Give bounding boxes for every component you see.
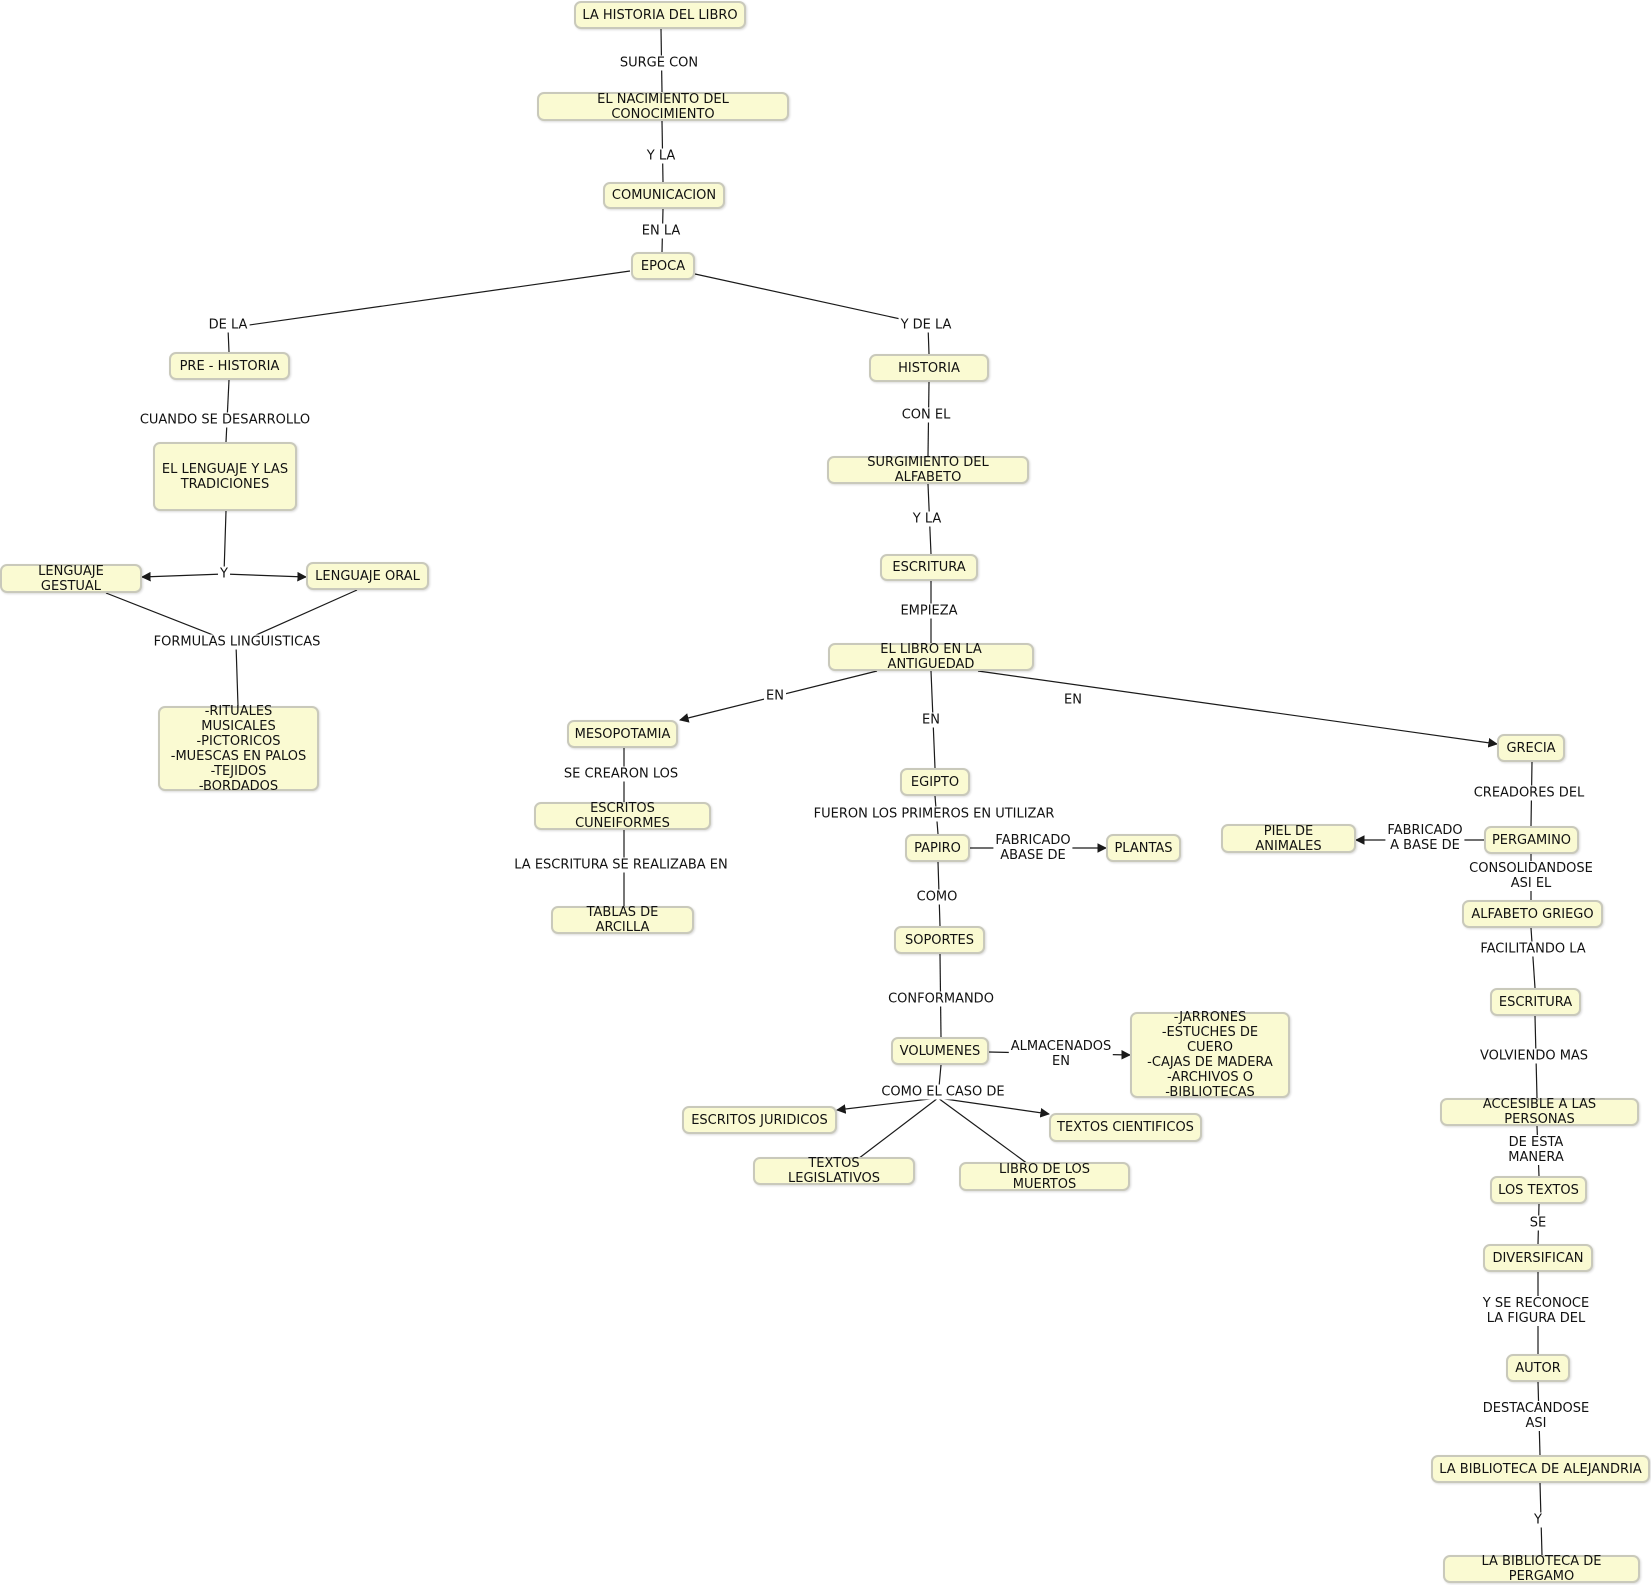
label-como: COMO bbox=[914, 889, 960, 905]
node-accesible: ACCESIBLE A LAS PERSONAS bbox=[1440, 1097, 1639, 1127]
node-pergamino: PERGAMINO bbox=[1484, 826, 1579, 854]
node-escritura: ESCRITURA bbox=[880, 554, 978, 581]
label-y-se-reconoce: Y SE RECONOCE LA FIGURA DEL bbox=[1478, 1296, 1594, 1326]
node-historia-libro: LA HISTORIA DEL LIBRO bbox=[574, 1, 746, 29]
node-escritos-cuneiformes: ESCRITOS CUNEIFORMES bbox=[534, 801, 711, 831]
node-lenguaje-tradiciones: EL LENGUAJE Y LAS TRADICIONES bbox=[153, 442, 297, 511]
node-soportes: SOPORTES bbox=[894, 926, 985, 954]
node-los-textos: LOS TEXTOS bbox=[1490, 1176, 1587, 1204]
label-destacandose-asi: DESTACANDOSE ASI bbox=[1478, 1401, 1594, 1431]
node-autor: AUTOR bbox=[1506, 1354, 1570, 1382]
node-papiro: PAPIRO bbox=[905, 834, 970, 862]
label-en-la: EN LA bbox=[639, 223, 683, 239]
node-lenguaje-gestual: LENGUAJE GESTUAL bbox=[0, 564, 142, 594]
label-fueron-los-primeros: FUERON LOS PRIMEROS EN UTILIZAR bbox=[811, 806, 1057, 822]
node-biblioteca-alejandria: LA BIBLIOTECA DE ALEJANDRIA bbox=[1431, 1455, 1650, 1483]
label-facilitando-la: FACILITANDO LA bbox=[1478, 941, 1588, 957]
node-tablas-arcilla: TABLAS DE ARCILLA bbox=[551, 905, 694, 935]
label-consolidandose: CONSOLIDANDOSE ASI EL bbox=[1467, 861, 1595, 891]
label-conformando: CONFORMANDO bbox=[886, 991, 996, 1007]
label-se: SE bbox=[1527, 1215, 1549, 1231]
node-textos-cientificos: TEXTOS CIENTIFICOS bbox=[1049, 1113, 1202, 1142]
label-como-el-caso-de: COMO EL CASO DE bbox=[879, 1084, 1007, 1100]
node-volumenes: VOLUMENES bbox=[891, 1037, 989, 1065]
node-libro-antiguedad: EL LIBRO EN LA ANTIGUEDAD bbox=[828, 642, 1034, 672]
label-se-crearon-los: SE CREARON LOS bbox=[561, 766, 681, 782]
node-historia: HISTORIA bbox=[869, 354, 989, 382]
label-formulas-linguisticas: FORMULAS LINGUISTICAS bbox=[151, 634, 323, 650]
label-empieza: EMPIEZA bbox=[898, 603, 960, 619]
label-en-meso: EN bbox=[764, 688, 786, 704]
node-jarrones: -JARRONES -ESTUCHES DE CUERO -CAJAS DE M… bbox=[1130, 1010, 1290, 1100]
label-en-egipto: EN bbox=[920, 712, 942, 728]
node-grecia: GRECIA bbox=[1497, 734, 1565, 762]
label-y-de-la: Y DE LA bbox=[898, 317, 954, 333]
node-lenguaje-oral: LENGUAJE ORAL bbox=[306, 562, 429, 590]
node-prehistoria: PRE - HISTORIA bbox=[169, 352, 290, 380]
label-y-bibliotecas: Y bbox=[1532, 1512, 1544, 1528]
label-surge-con: SURGE CON bbox=[617, 55, 701, 71]
label-cuando-se-desarrollo: CUANDO SE DESARROLLO bbox=[137, 412, 313, 428]
node-diversifican: DIVERSIFICAN bbox=[1483, 1244, 1593, 1272]
label-de-esta-manera: DE ESTA MANERA bbox=[1478, 1135, 1594, 1165]
label-fabricado-a-base-de: FABRICADO A BASE DE bbox=[1385, 823, 1465, 853]
node-comunicacion: COMUNICACION bbox=[603, 182, 725, 209]
label-creadores-del: CREADORES DEL bbox=[1471, 785, 1587, 801]
label-volviendo-mas: VOLVIENDO MAS bbox=[1477, 1048, 1591, 1064]
label-almacenados-en: ALMACENADOS EN bbox=[1008, 1039, 1114, 1069]
node-textos-legislativos: TEXTOS LEGISLATIVOS bbox=[753, 1156, 915, 1186]
label-y-la-2: Y LA bbox=[910, 511, 944, 527]
label-escritura-se-realizaba: LA ESCRITURA SE REALIZABA EN bbox=[512, 857, 730, 873]
node-mesopotamia: MESOPOTAMIA bbox=[567, 720, 678, 748]
label-de-la: DE LA bbox=[206, 317, 250, 333]
label-en-grecia: EN bbox=[1062, 692, 1084, 708]
node-egipto: EGIPTO bbox=[900, 768, 970, 796]
node-alfabeto-griego: ALFABETO GRIEGO bbox=[1462, 900, 1603, 928]
node-plantas: PLANTAS bbox=[1106, 834, 1181, 862]
node-rituales: -RITUALES MUSICALES -PICTORICOS -MUESCAS… bbox=[158, 704, 319, 794]
node-escritos-juridicos: ESCRITOS JURIDICOS bbox=[682, 1106, 837, 1134]
node-surgimiento-alfabeto: SURGIMIENTO DEL ALFABETO bbox=[827, 455, 1029, 485]
label-y-la-1: Y LA bbox=[644, 148, 678, 164]
label-y-lenguaje: Y bbox=[218, 566, 230, 582]
node-nacimiento: EL NACIMIENTO DEL CONOCIMIENTO bbox=[537, 92, 789, 122]
label-fabricado-abase-de: FABRICADO ABASE DE bbox=[993, 833, 1073, 863]
node-escritura-grecia: ESCRITURA bbox=[1490, 988, 1581, 1016]
node-biblioteca-pergamo: LA BIBLIOTECA DE PERGAMO bbox=[1443, 1554, 1640, 1584]
node-epoca: EPOCA bbox=[631, 252, 695, 280]
node-libro-muertos: LIBRO DE LOS MUERTOS bbox=[959, 1162, 1130, 1192]
label-con-el: CON EL bbox=[899, 407, 953, 423]
node-piel-animales: PIEL DE ANIMALES bbox=[1221, 824, 1356, 854]
